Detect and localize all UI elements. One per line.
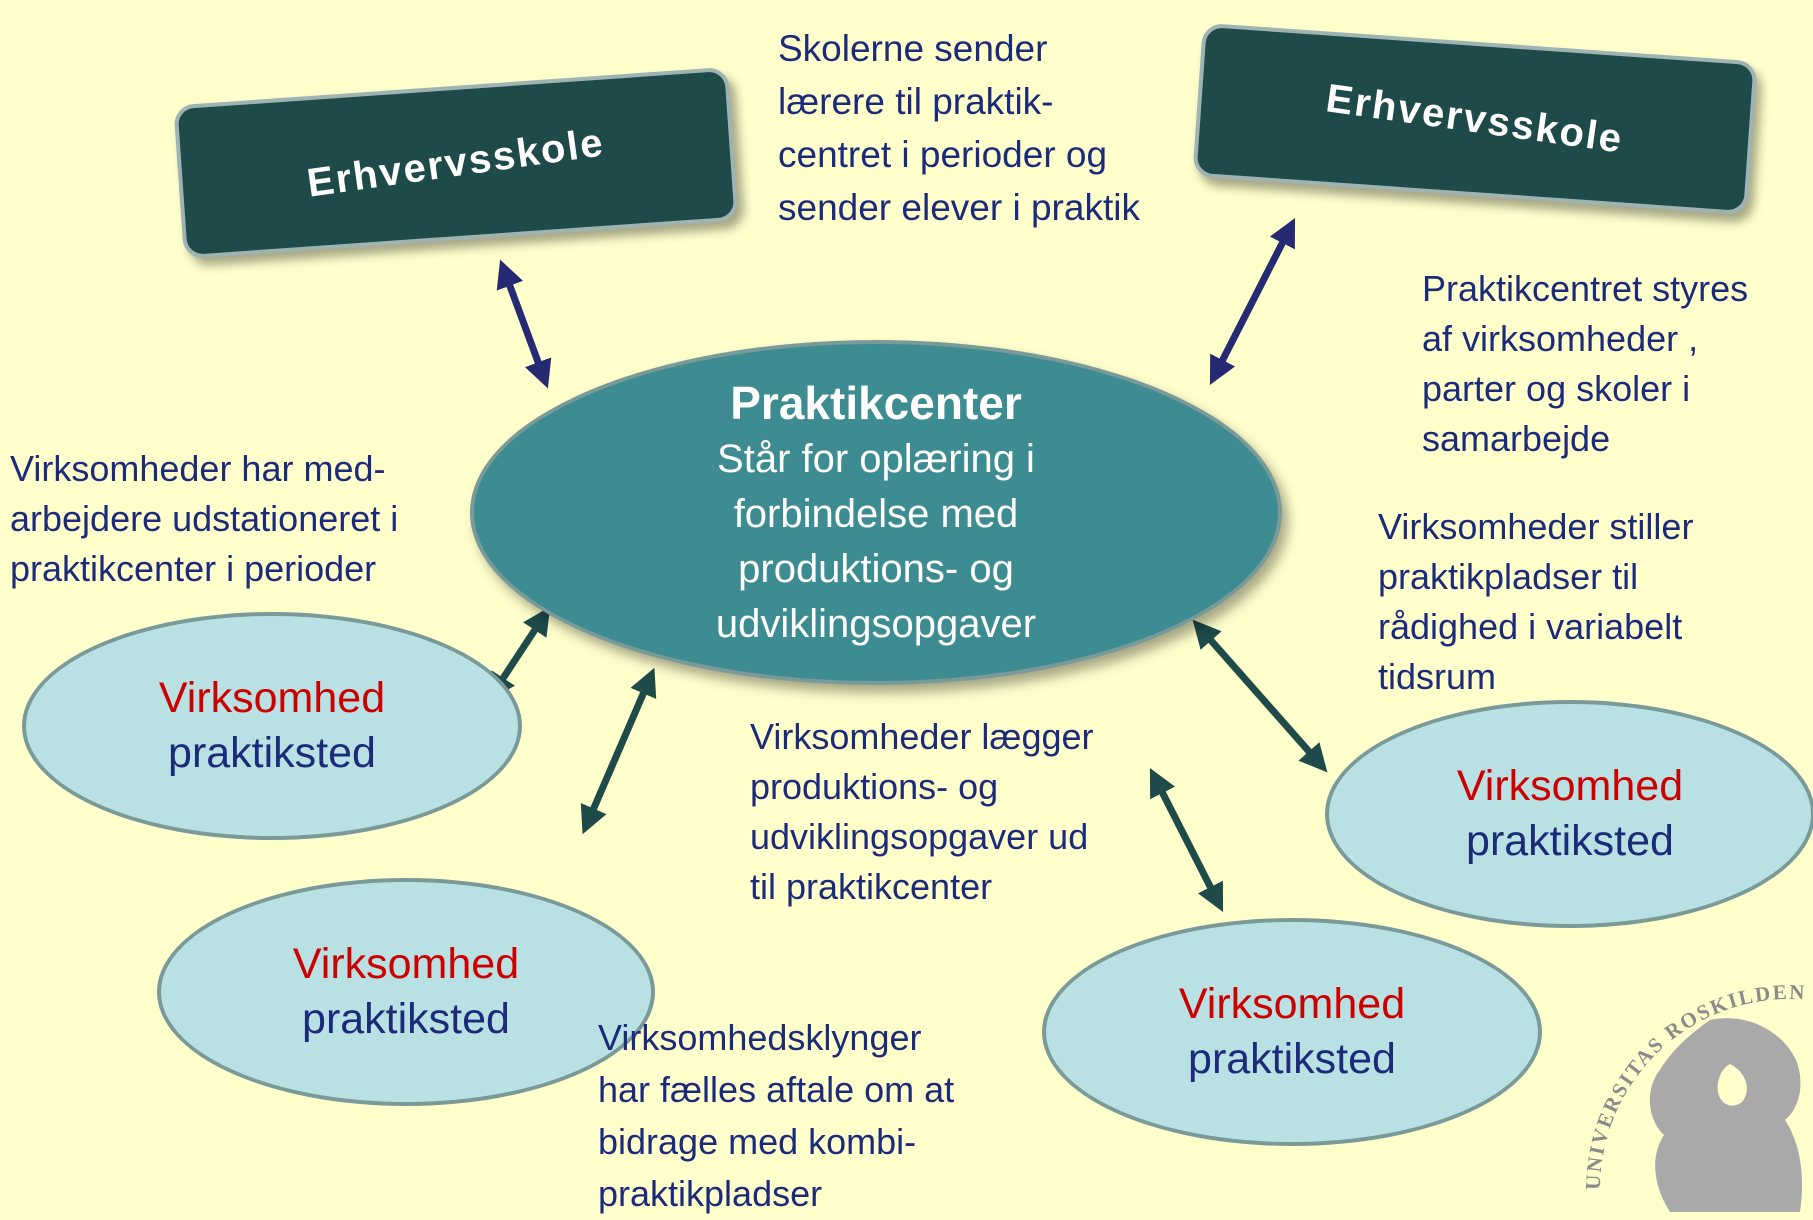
firm-ellipse: Virksomhed praktiksted bbox=[157, 878, 655, 1106]
note-tasks: Virksomheder lægger produktions- og udvi… bbox=[750, 716, 1094, 907]
firm-ellipse: Virksomhed praktiksted bbox=[22, 612, 522, 840]
arrow-center-firm-1 bbox=[487, 606, 551, 702]
school-label: Erhvervsskole bbox=[304, 119, 608, 206]
firm-name: Virksomhed bbox=[1178, 980, 1406, 1028]
arrow-school-right-center bbox=[1209, 218, 1296, 385]
arrow-center-firm-2 bbox=[580, 667, 657, 835]
note-governance: Praktikcentret styres af virksomheder , … bbox=[1422, 268, 1749, 459]
firm-name: Virksomhed bbox=[1456, 762, 1684, 810]
note-schools-send: Skolerne sender lærere til praktik- cent… bbox=[778, 28, 1140, 228]
arrow-center-firm-4 bbox=[1149, 768, 1224, 912]
praktikcenter-title: Praktikcenter bbox=[730, 376, 1022, 429]
university-seal-icon: UNIVERSITAS ROSKILDENSIS · IN TRANQUILLO bbox=[1560, 960, 1805, 1212]
firm-name: Virksomhed bbox=[158, 674, 386, 722]
firm-role: praktiksted bbox=[1188, 1035, 1396, 1083]
arrow-school-left-center bbox=[496, 259, 552, 389]
arrow-center-firm-3 bbox=[1192, 619, 1328, 773]
firm-ellipse: Virksomhed praktiksted bbox=[1325, 700, 1813, 928]
praktikcenter-ellipse: Praktikcenter Står for oplæring i forbin… bbox=[470, 340, 1282, 685]
firm-role: praktiksted bbox=[1466, 817, 1674, 865]
firm-role: praktiksted bbox=[168, 729, 376, 777]
note-placements: Virksomheder stiller praktikpladser til … bbox=[1378, 506, 1694, 697]
note-clusters: Virksomhedsklynger har fælles aftale om … bbox=[598, 1017, 955, 1214]
firm-role: praktiksted bbox=[302, 995, 510, 1043]
school-label: Erhvervsskole bbox=[1323, 75, 1627, 162]
firm-name: Virksomhed bbox=[292, 940, 520, 988]
note-staff-stationed: Virksomheder har med- arbejdere udstatio… bbox=[10, 448, 399, 589]
praktikcenter-description: Står for oplæring i forbindelse med prod… bbox=[715, 436, 1037, 646]
firm-ellipse: Virksomhed praktiksted bbox=[1042, 918, 1542, 1146]
